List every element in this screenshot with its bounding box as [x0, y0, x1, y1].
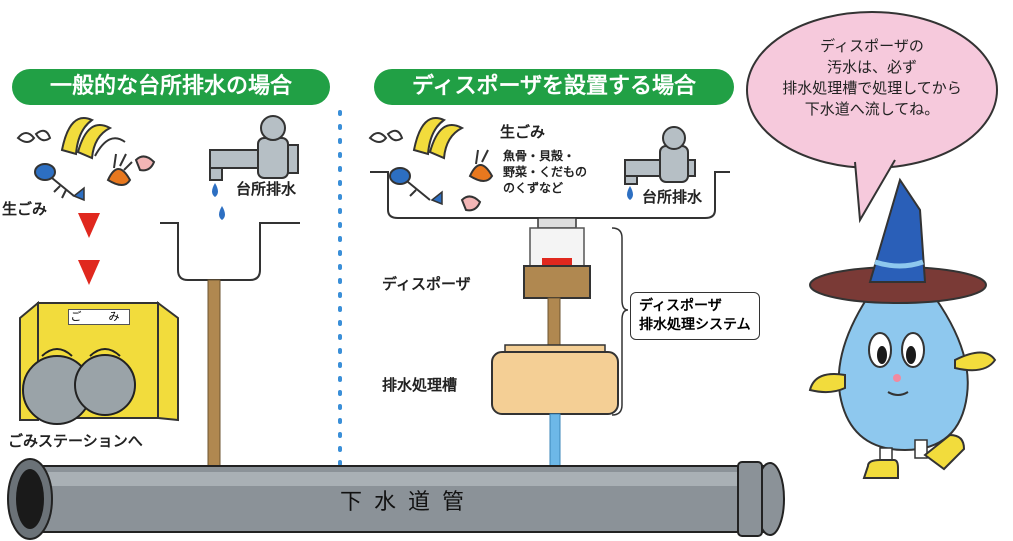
kitchen-waste-label-right: 生ごみ	[500, 123, 546, 141]
clean-water-pipe	[549, 413, 561, 471]
system-label-line: 排水処理システム	[639, 317, 751, 333]
food-waste-icon	[368, 117, 494, 212]
header-right: ディスポーザを設置する場合	[374, 69, 734, 105]
kitchen-drain-label-left: 台所排水	[236, 180, 297, 198]
water-drop-icon	[627, 186, 633, 200]
faucet-icon	[209, 115, 299, 181]
kitchen-drain-label-right: 台所排水	[642, 188, 703, 206]
food-waste-icon	[16, 117, 156, 202]
water-drop-icon	[219, 206, 225, 220]
header-left: 一般的な台所排水の場合	[12, 69, 330, 105]
treatment-tank	[491, 344, 619, 415]
disposer-pipe	[547, 297, 561, 347]
left-sink	[160, 222, 300, 281]
speech-bubble-text: ディスポーザの 汚水は、必ず 排水処理槽で処理してから 下水道へ流してね。	[762, 36, 982, 120]
waste-example-line: 野菜・くだもの	[503, 165, 588, 179]
water-drop-icon	[212, 183, 218, 197]
system-label-box: ディスポーザ 排水処理システム	[630, 292, 760, 340]
sewer-pipe-label: 下水道管	[340, 490, 477, 515]
gomi-station-label: ごみステーションへ	[8, 432, 143, 450]
disposer-label: ディスポーザ	[382, 275, 471, 293]
gomi-station-illustration	[19, 300, 179, 425]
gomi-box-label: ご み	[68, 309, 130, 325]
system-label-line: ディスポーザ	[639, 298, 722, 314]
system-bracket	[611, 227, 629, 416]
speech-line: ディスポーザの	[820, 37, 924, 55]
left-drain-pipe	[207, 279, 221, 471]
down-arrow-2	[78, 260, 100, 285]
faucet-icon	[624, 126, 696, 185]
speech-bubble	[746, 11, 998, 224]
waste-example-line: のくずなど	[503, 181, 564, 195]
down-arrow-1	[78, 213, 100, 238]
speech-line: 汚水は、必ず	[826, 58, 917, 76]
treatment-tank-label: 排水処理槽	[382, 376, 458, 394]
sewer-pipe-illustration	[7, 458, 785, 540]
speech-line: 排水処理槽で処理してから	[782, 79, 962, 97]
disposer-unit	[523, 217, 591, 299]
speech-line: 下水道へ流してね。	[804, 100, 940, 118]
waste-examples: 魚骨・貝殻・ 野菜・くだもの のくずなど	[503, 148, 587, 196]
kitchen-waste-label-left: 生ごみ	[2, 200, 48, 218]
water-drop-mascot	[808, 177, 997, 479]
waste-example-line: 魚骨・貝殻・	[503, 149, 576, 163]
